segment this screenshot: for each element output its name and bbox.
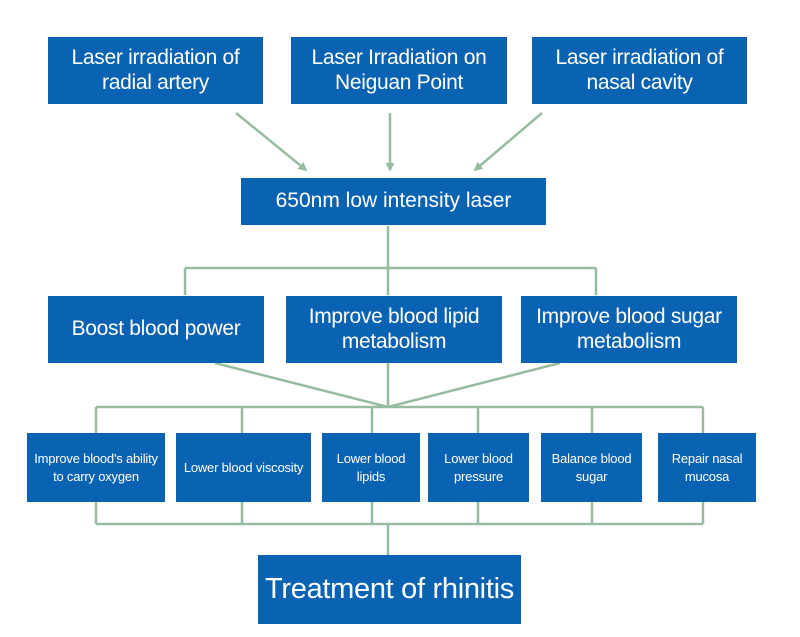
core-laser-label: 650nm low intensity laser [275,189,512,213]
bracket-to-results [94,405,705,433]
bracket-results-to-outcome [94,502,705,555]
outcome-box-rhinitis-treatment: Treatment of rhinitis [258,555,521,624]
outcome-label-rhinitis-treatment: Treatment of rhinitis [265,572,514,605]
result-box-nasal-mucosa: Repair nasal mucosa [658,433,756,502]
source-label-nasal-cavity: Laser irradiation of nasal cavity [555,46,724,94]
source-box-radial-artery: Laser irradiation of radial artery [48,37,263,104]
effect-box-lipid-metabolism: Improve blood lipid metabolism [286,296,502,363]
source-label-neiguan-point: Laser Irradiation on Neiguan Point [311,46,487,94]
arrow-radial-to-core [235,112,308,172]
result-box-blood-viscosity: Lower blood viscosity [176,433,311,502]
result-label-blood-viscosity: Lower blood viscosity [183,459,304,475]
source-box-nasal-cavity: Laser irradiation of nasal cavity [532,37,747,104]
result-label-blood-lipids: Lower blood lipids [336,450,406,484]
effect-box-sugar-metabolism: Improve blood sugar metabolism [521,296,737,363]
core-laser-box: 650nm low intensity laser [241,178,546,225]
result-label-oxygen-capacity: Improve blood's ability to carry oxygen [34,450,158,484]
effect-label-lipid-metabolism: Improve blood lipid metabolism [308,305,480,353]
result-label-nasal-mucosa: Repair nasal mucosa [671,450,743,484]
result-box-blood-sugar: Balance blood sugar [541,433,642,502]
bracket-core-to-effects [183,226,598,295]
arrow-nasal-to-core [473,112,543,172]
source-label-radial-artery: Laser irradiation of radial artery [71,46,240,94]
result-label-blood-sugar: Balance blood sugar [551,450,632,484]
result-label-blood-pressure: Lower blood pressure [444,450,513,484]
result-box-blood-lipids: Lower blood lipids [322,433,420,502]
effect-label-blood-power: Boost blood power [71,317,241,341]
result-box-blood-pressure: Lower blood pressure [428,433,529,502]
source-box-neiguan-point: Laser Irradiation on Neiguan Point [291,37,507,104]
effect-label-sugar-metabolism: Improve blood sugar metabolism [536,305,722,353]
result-box-oxygen-capacity: Improve blood's ability to carry oxygen [27,433,165,502]
effect-box-blood-power: Boost blood power [48,296,264,363]
converge-effects-to-results [214,361,561,409]
